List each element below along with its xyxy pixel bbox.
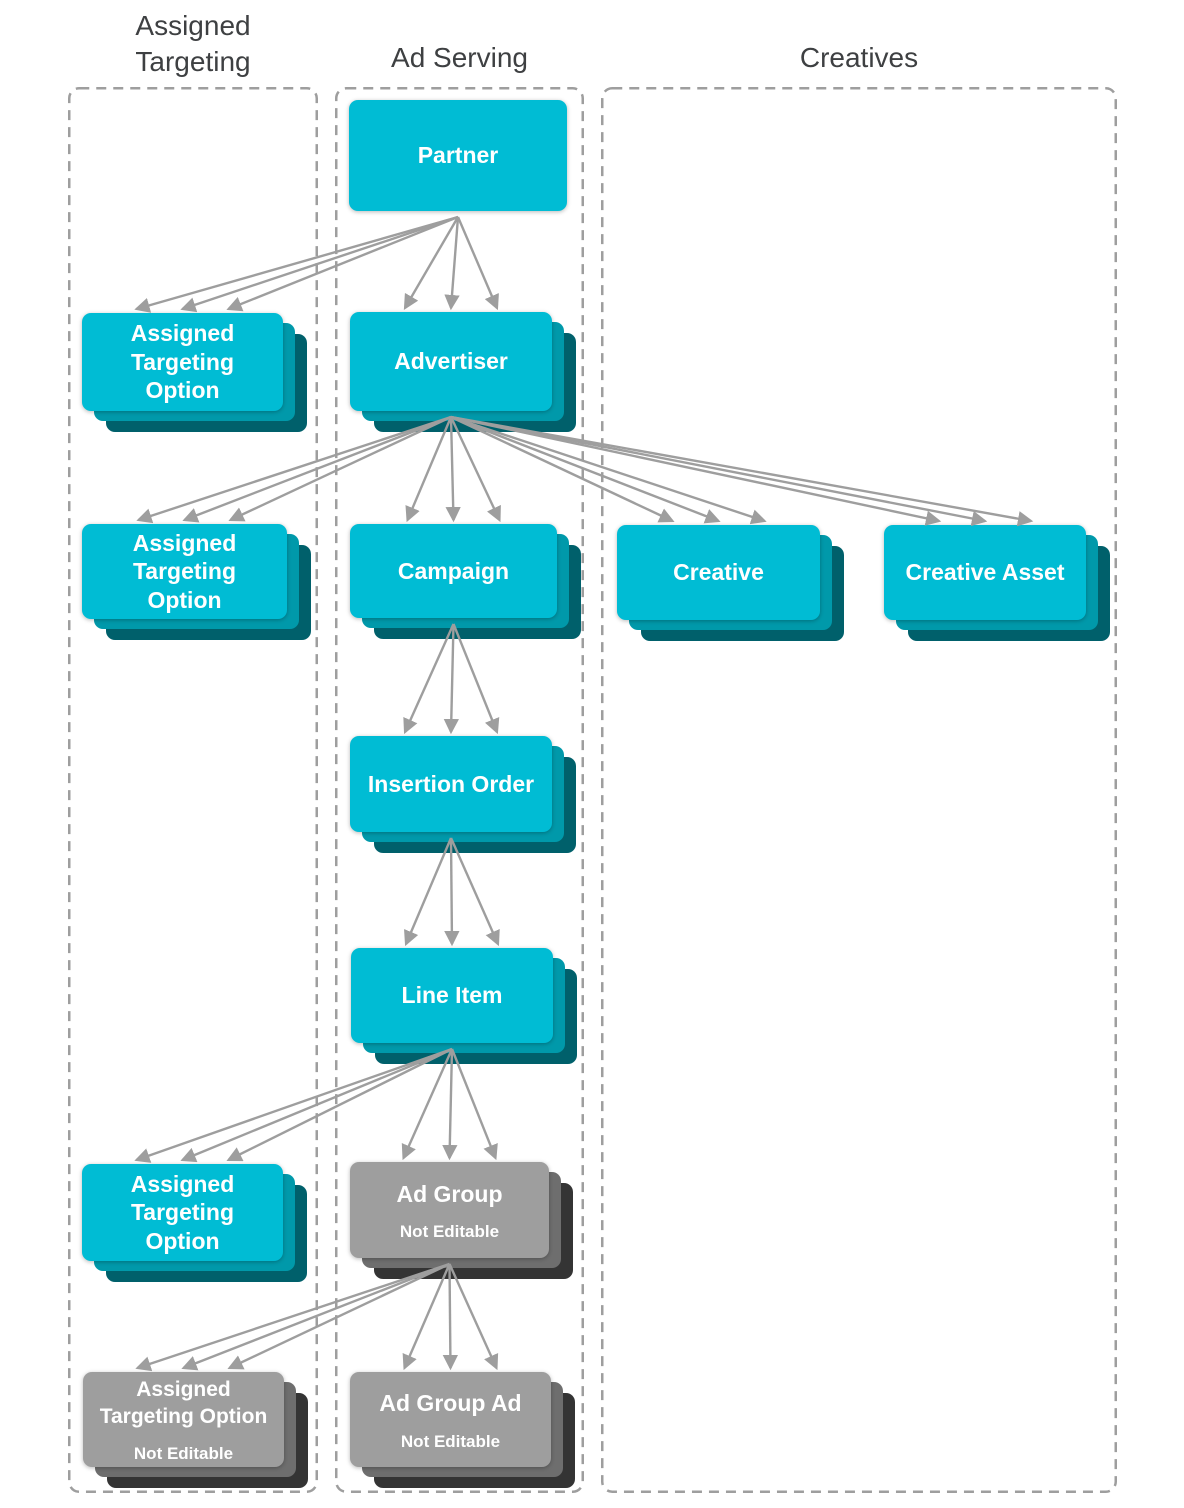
node-label: Line Item [401, 982, 503, 1009]
node-label: Creative Asset [905, 559, 1065, 586]
node-face: Ad Group Ad Not Editable [350, 1372, 551, 1467]
node-label: Ad Group Ad [379, 1390, 522, 1417]
node-face: Line Item [351, 948, 553, 1043]
node-face: Creative [617, 525, 820, 620]
node-advertiser: Advertiser [350, 312, 576, 432]
node-campaign: Campaign [350, 524, 581, 639]
node-face: Assigned Targeting Option [82, 1164, 283, 1261]
column-frame-assigned_targeting [68, 87, 318, 1493]
node-insertion-order: Insertion Order [350, 736, 576, 853]
node-face: Advertiser [350, 312, 552, 411]
node-face: Campaign [350, 524, 557, 618]
node-creative-asset: Creative Asset [884, 525, 1110, 641]
node-not-editable-tag: Not Editable [399, 1222, 500, 1242]
node-label: Assigned Targeting Option [132, 529, 237, 613]
column-title-ad-serving: Ad Serving [391, 42, 528, 73]
column-frame-ad_serving [335, 87, 584, 1493]
node-label: Insertion Order [367, 770, 535, 797]
column-frame-creatives [601, 87, 1117, 1493]
node-label: Assigned Targeting Option [130, 320, 235, 404]
node-label: Creative [673, 559, 764, 586]
node-line-item: Line Item [351, 948, 577, 1064]
node-face: Assigned Targeting Option [82, 313, 283, 411]
column-title-creatives: Creatives [799, 42, 919, 73]
node-label: Assigned Targeting Option [130, 1170, 235, 1254]
node-partner: Partner [349, 100, 567, 211]
node-assigned-targeting-option-ad-group: Assigned Targeting Option Not Editable [83, 1372, 308, 1488]
node-face: Assigned Targeting Option Not Editable [83, 1372, 284, 1467]
node-not-editable-tag: Not Editable [133, 1443, 234, 1463]
node-face: Assigned Targeting Option [82, 524, 287, 619]
node-ad-group: Ad Group Not Editable [350, 1162, 573, 1279]
node-not-editable-tag: Not Editable [400, 1431, 501, 1451]
node-face: Creative Asset [884, 525, 1086, 620]
node-creative: Creative [617, 525, 844, 641]
node-ad-group-ad: Ad Group Ad Not Editable [350, 1372, 575, 1488]
node-label: Partner [417, 142, 499, 169]
node-label: Advertiser [394, 348, 508, 375]
node-assigned-targeting-option-partner: Assigned Targeting Option [82, 313, 307, 432]
node-assigned-targeting-option-advertiser: Assigned Targeting Option [82, 524, 311, 640]
column-title-assigned-targeting: Assigned Targeting [135, 10, 251, 78]
node-face: Insertion Order [350, 736, 552, 832]
node-label: Ad Group [396, 1180, 503, 1207]
node-assigned-targeting-option-line-item: Assigned Targeting Option [82, 1164, 307, 1282]
node-face: Ad Group Not Editable [350, 1162, 549, 1258]
node-label: Campaign [397, 557, 510, 584]
node-face: Partner [349, 100, 567, 211]
node-label: Assigned Targeting Option [99, 1378, 268, 1428]
